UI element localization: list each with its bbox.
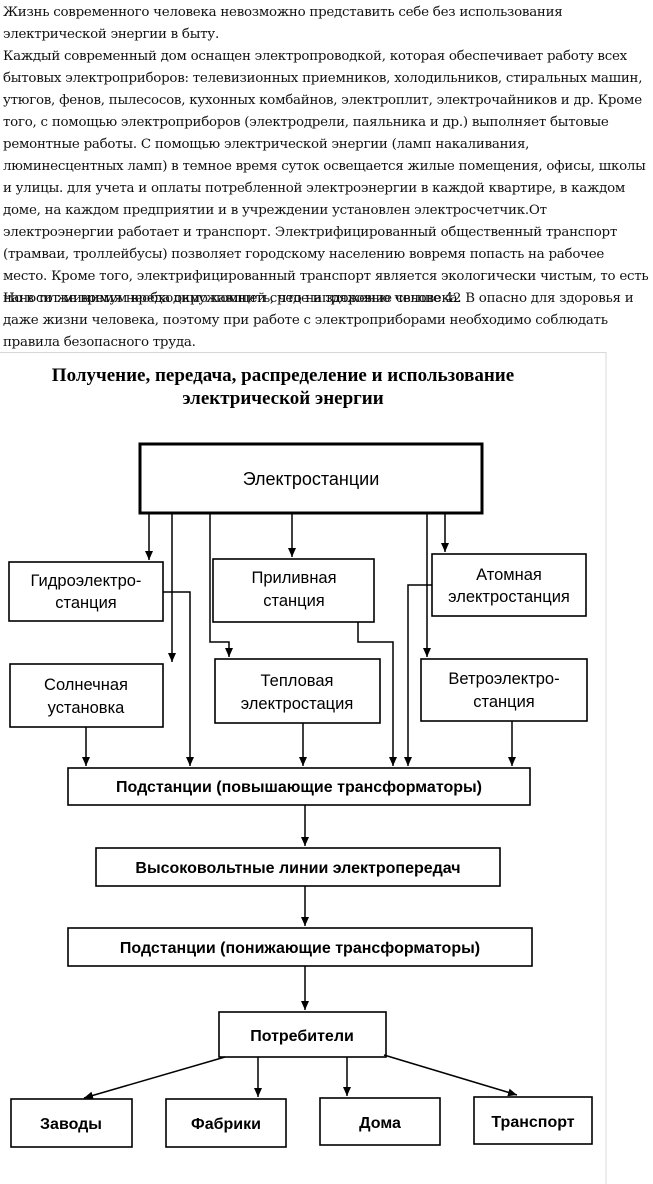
node-transport — [473, 1096, 593, 1145]
node-substation-down-label: Подстанции (понижающие трансформаторы) — [120, 940, 480, 957]
node-solar-label-1: Солнечная — [44, 676, 128, 694]
node-power-plants-label: Электростанции — [243, 469, 380, 489]
node-homes-label: Дома — [359, 1115, 401, 1132]
paragraph-household: Каждый современный дом оснащен электропр… — [3, 49, 649, 306]
node-nuclear-label-1: Атомная — [476, 566, 542, 584]
node-plants-label: Заводы — [40, 1116, 102, 1133]
node-transport-label: Транспорт — [491, 1114, 574, 1131]
node-solar — [9, 663, 164, 728]
node-nuclear-label-2: электростанция — [448, 588, 570, 606]
node-hydro — [8, 561, 164, 622]
node-tidal-label-1: Приливная — [251, 569, 336, 587]
node-solar-label-2: установка — [48, 699, 125, 717]
node-wind-label-2: станция — [473, 693, 535, 711]
node-consumers-label: Потребители — [250, 1028, 354, 1045]
node-consumers — [218, 1011, 387, 1058]
node-tidal-label-2: станция — [263, 592, 325, 610]
node-substation-up-label: Подстанции (повышающие трансформаторы) — [116, 779, 482, 796]
arrow-hydro-to-substation — [163, 591, 194, 766]
node-hv-lines — [95, 847, 501, 887]
diagram-title-line-1: Получение, передача, распределение и исп… — [52, 365, 514, 386]
node-nuclear — [431, 553, 587, 617]
node-hydro-label-2: станция — [55, 594, 117, 612]
paragraph-safety: Но в то же время необходимо помнить, что… — [3, 291, 634, 350]
energy-flow-diagram: Получение, передача, распределение и исп… — [0, 352, 607, 1184]
node-thermal-label-2: электростация — [241, 695, 354, 713]
node-thermal-label-1: Тепловая — [261, 672, 334, 690]
node-thermal — [214, 658, 381, 724]
paragraph-intro: Жизнь современного человека невозможно п… — [3, 5, 563, 42]
arrow-tidal-to-substation — [357, 622, 397, 766]
node-plants — [10, 1098, 133, 1148]
node-wind-label-1: Ветроэлектро- — [448, 670, 559, 688]
node-factories-label: Фабрики — [191, 1116, 261, 1133]
node-substation-up — [67, 767, 531, 806]
arrow-to-plants — [83, 1056, 226, 1100]
arrow-to-transport — [383, 1054, 518, 1097]
node-substation-down — [67, 927, 533, 967]
node-homes — [319, 1097, 441, 1146]
arrow-to-thermal — [209, 513, 233, 657]
node-hv-lines-label: Высоковольтные линии электропередач — [135, 860, 460, 877]
node-hydro-label-1: Гидроэлектро- — [31, 572, 142, 590]
node-factories — [165, 1098, 287, 1148]
node-power-plants — [138, 442, 484, 515]
diagram-title-line-2: электрической энергии — [182, 388, 383, 409]
arrow-nuclear-to-substation — [404, 584, 432, 766]
node-wind — [420, 658, 588, 722]
node-tidal — [212, 558, 375, 623]
